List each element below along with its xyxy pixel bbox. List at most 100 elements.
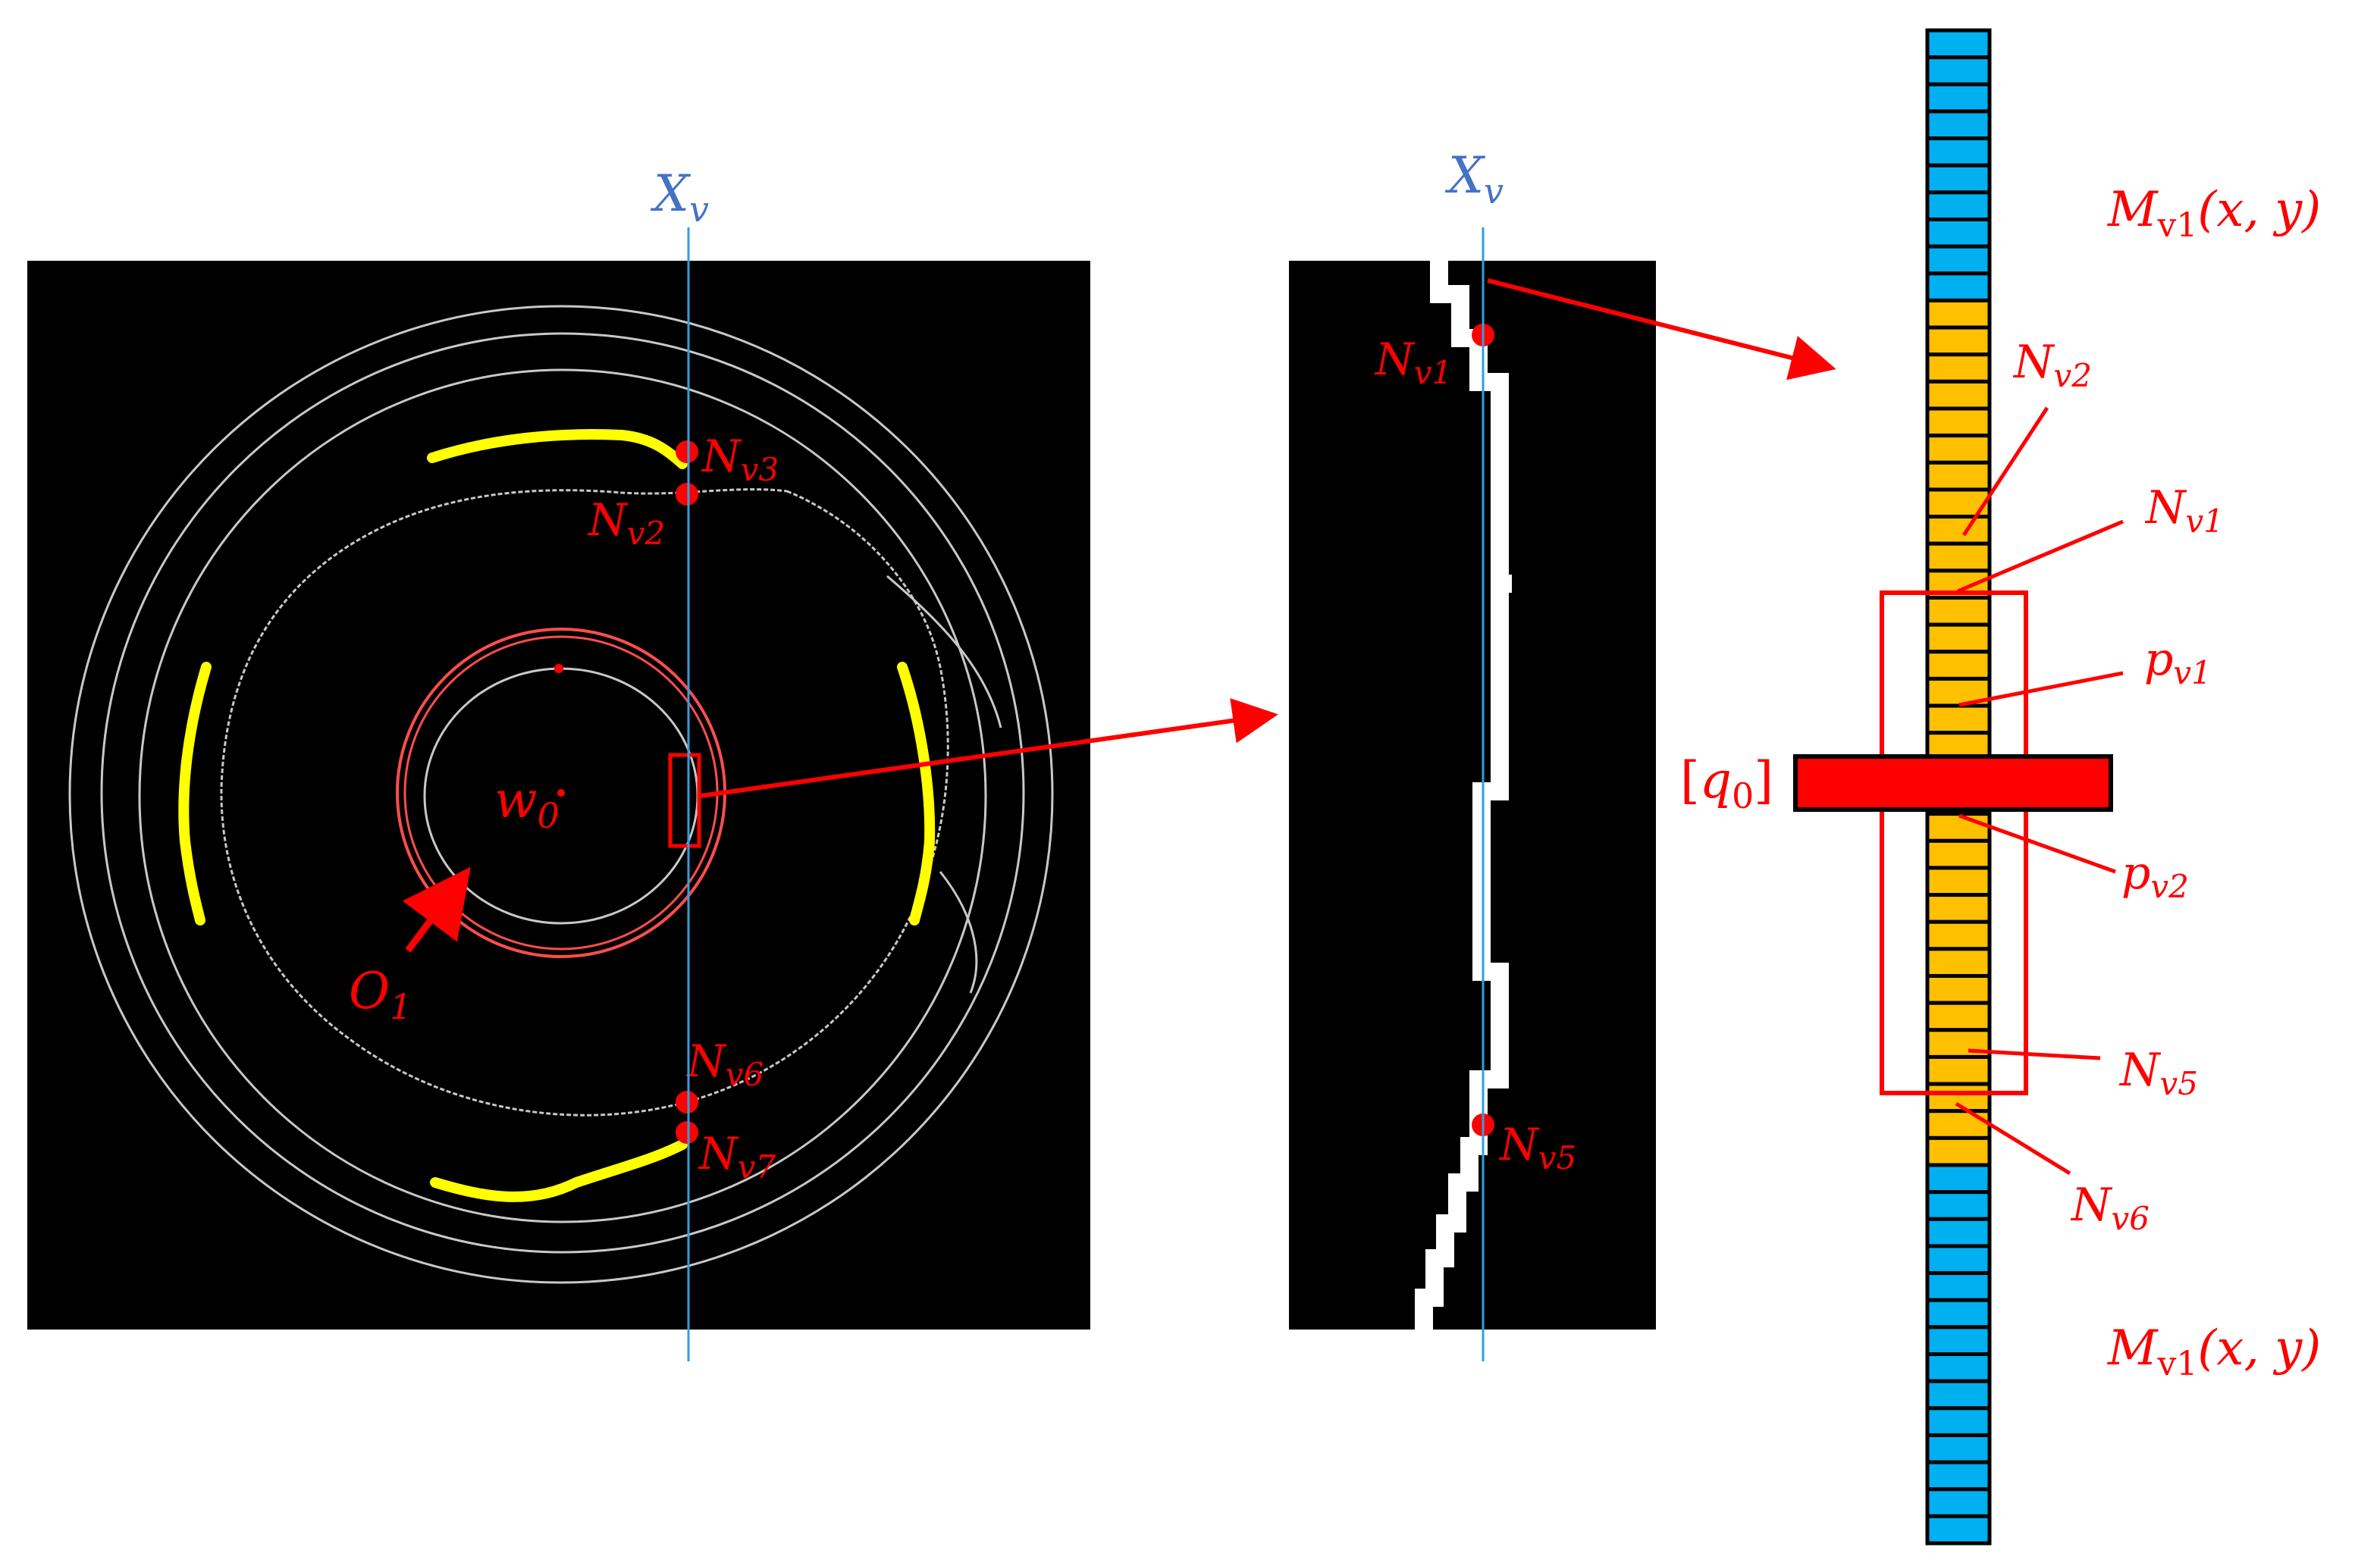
- pixel-cell: [1925, 893, 1992, 924]
- pixel-cell: [1925, 1271, 1992, 1302]
- point-nv7: [676, 1121, 698, 1144]
- pixel-cell: [1925, 515, 1992, 546]
- pixel-cell: [1925, 487, 1992, 519]
- callout-nv1: Nv1: [2144, 481, 2224, 540]
- zoomed-edge: [1415, 261, 1512, 1330]
- highlight-arcs: [178, 429, 936, 1202]
- outer-ring-1: [68, 305, 1054, 1284]
- window-box: [1880, 590, 2028, 1095]
- pixel-cell: [1925, 622, 1992, 654]
- point-nv2: [676, 483, 698, 506]
- right-gap-contour: [886, 575, 1002, 994]
- pixel-cell: [1925, 703, 1992, 735]
- callout-pv1: pv1: [2144, 633, 2212, 691]
- center-point: [557, 789, 565, 797]
- zoom-label-nv1: Nv1: [1374, 334, 1452, 391]
- pixel-cell: [1925, 596, 1992, 627]
- pixel-cell: [1925, 1406, 1992, 1437]
- left-axis-label: Xv: [650, 164, 709, 230]
- pixel-cell: [1925, 1460, 1992, 1492]
- middle-ring: [138, 368, 987, 1223]
- right-panel: [q0] Mv1(x, y) Mv1(x, y) Nv2 Nv1 pv1: [1680, 28, 2321, 1546]
- matrix-label-top: Mv1(x, y): [2107, 182, 2321, 245]
- inner-ring-point: [554, 664, 563, 673]
- pixel-cell: [1925, 1379, 1992, 1411]
- pixel-cell: [1925, 1217, 1992, 1248]
- threshold-label: [q0]: [1680, 751, 1773, 816]
- pixel-cell: [1925, 82, 1992, 114]
- pixel-cell: [1925, 947, 1992, 979]
- outer-ring-2: [100, 332, 1025, 1254]
- callout-line-pv2: [1958, 813, 2116, 874]
- pixel-cell: [1925, 460, 1992, 492]
- pixel-cell: [1925, 379, 1992, 411]
- zoom-arrow-2: [1487, 278, 1836, 381]
- pixel-cell: [1925, 650, 1992, 681]
- pixel-cell: [1925, 974, 1992, 1005]
- pixel-cell: [1925, 866, 1992, 897]
- pixel-cell: [1925, 1190, 1992, 1221]
- pixel-cell: [1925, 55, 1992, 86]
- pixel-cell: [1925, 244, 1992, 276]
- callout-nv6: Nv6: [2070, 1179, 2150, 1237]
- zoom-label-nv5: Nv5: [1498, 1119, 1576, 1176]
- circle-label: O1: [349, 962, 412, 1027]
- pixel-cell: [1925, 812, 1992, 843]
- pixel-cell: [1925, 271, 1992, 302]
- matrix-label-bottom: Mv1(x, y): [2107, 1320, 2321, 1383]
- pixel-cell: [1925, 1163, 1992, 1195]
- callout-line-nv5: [1968, 1048, 2101, 1060]
- right-yellow-arc: [897, 662, 936, 926]
- pixel-cell: [1925, 163, 1992, 195]
- pixel-cell: [1925, 406, 1992, 438]
- label-nv2: Nv2: [587, 494, 665, 552]
- pixel-cell: [1925, 298, 1992, 330]
- pixel-cell: [1925, 1298, 1992, 1330]
- pixel-cell: [1925, 1325, 1992, 1357]
- pixel-cell: [1925, 136, 1992, 168]
- top-yellow-arc: [427, 429, 688, 469]
- pixel-cell: [1925, 218, 1992, 249]
- pixel-cell: [1925, 1514, 1992, 1546]
- pixel-cell: [1925, 1054, 1992, 1086]
- callout-lines: [1955, 406, 2124, 1176]
- callout-line-nv1: [1957, 519, 2124, 594]
- bottom-yellow-arc: [430, 1139, 688, 1202]
- left-panel: w0 O1 Nv3 Nv2 Nv6 Nv7: [27, 261, 1090, 1330]
- pixel-cell: [1925, 541, 1992, 573]
- callout-pv2: pv2: [2121, 847, 2189, 905]
- pixel-cell: [1925, 325, 1992, 357]
- center-label: w0: [494, 771, 560, 836]
- pixel-cell: [1925, 352, 1992, 384]
- pixel-cell: [1925, 919, 1992, 951]
- callout-line-nv2: [1961, 406, 2049, 537]
- zoom-region-box: [668, 753, 701, 848]
- callout-nv2: Nv2: [2012, 336, 2092, 394]
- pixel-cell: [1925, 1244, 1992, 1276]
- pixel-cell: [1925, 838, 1992, 870]
- point-nv6: [676, 1091, 698, 1114]
- pixel-column: [1925, 28, 1992, 1546]
- pixel-cell: [1925, 190, 1992, 222]
- label-nv7: Nv7: [698, 1128, 776, 1186]
- left-yellow-arc: [178, 662, 212, 926]
- pixel-cell: [1925, 434, 1992, 465]
- pixel-cell: [1925, 1109, 1992, 1140]
- callout-line-nv6: [1955, 1101, 2071, 1176]
- label-nv6: Nv6: [685, 1035, 764, 1093]
- middle-axis-label: Xv: [1444, 146, 1504, 211]
- threshold-bar: [1793, 754, 2113, 812]
- pixel-cell: [1925, 1487, 1992, 1518]
- pixel-cell: [1925, 1352, 1992, 1383]
- pixel-cell: [1925, 1135, 1992, 1167]
- callout-line-pv1: [1958, 671, 2124, 707]
- pixel-cell: [1925, 109, 1992, 141]
- middle-panel: Nv1 Nv5: [1289, 261, 1656, 1330]
- ring-group: [68, 305, 1054, 1284]
- pixel-cell: [1925, 28, 1992, 60]
- label-nv3: Nv3: [701, 431, 779, 488]
- circle-pointer-arrow: [402, 866, 471, 953]
- callout-nv5: Nv5: [2118, 1044, 2198, 1102]
- pixel-cell: [1925, 1433, 1992, 1464]
